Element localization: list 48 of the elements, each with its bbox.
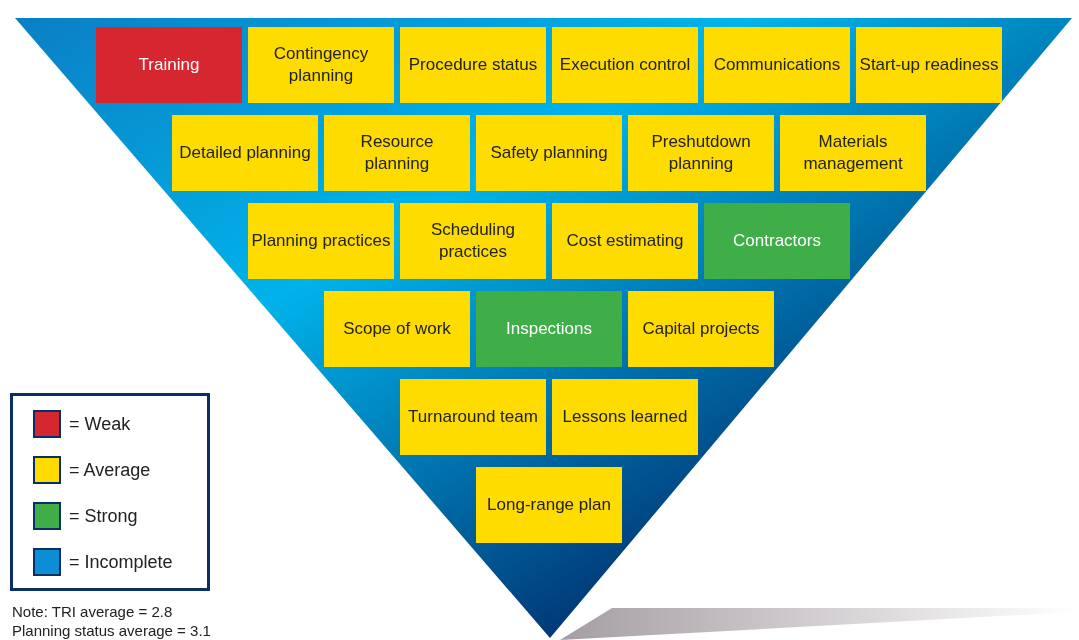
category-box [400,27,546,103]
category-label: Inspections [506,318,592,340]
category-label: Capital projects [642,318,760,340]
legend-label: = Weak [69,413,131,435]
category-box [400,379,546,455]
category-box [704,27,850,103]
category-label: Scheduling practices [429,219,517,263]
category-label: Contractors [733,230,821,252]
category-label: Planning practices [251,230,391,252]
category-box [324,115,470,191]
category-label: Turnaround team [408,406,538,428]
category-box [476,467,622,543]
category-box [400,203,546,279]
category-box [324,291,470,367]
category-label: Communications [713,54,841,76]
category-label: Procedure status [408,54,538,76]
category-box [248,203,394,279]
category-box [704,203,850,279]
category-box [552,379,698,455]
note-text: Planning status average = 3.1 [12,622,211,639]
category-box [248,27,394,103]
category-label: Materials management [802,131,904,175]
legend-label: = Average [69,459,151,481]
category-box [476,291,622,367]
category-box [96,27,242,103]
category-box [552,203,698,279]
legend-label: = Strong [69,505,138,527]
note-text: Note: TRI average = 2.8 [12,603,173,620]
category-label: Safety planning [490,142,608,164]
category-label: Preshutdown planning [650,131,752,175]
category-label: Long-range plan [487,494,611,516]
category-box [628,115,774,191]
category-label: Lessons learned [562,406,688,428]
category-box [780,115,926,191]
category-box [172,115,318,191]
category-label: Execution control [559,54,691,76]
category-label: Detailed planning [179,142,311,164]
category-box [552,27,698,103]
category-label: Cost estimating [566,230,684,252]
category-label: Training [138,54,200,76]
legend-label: = Incomplete [69,551,173,573]
category-box [476,115,622,191]
category-label: Scope of work [343,318,451,340]
category-box [856,27,1002,103]
category-label: Start-up readiness [859,54,999,76]
category-box [628,291,774,367]
category-label: Resource planning [359,131,435,175]
category-label: Contingency planning [272,43,370,87]
